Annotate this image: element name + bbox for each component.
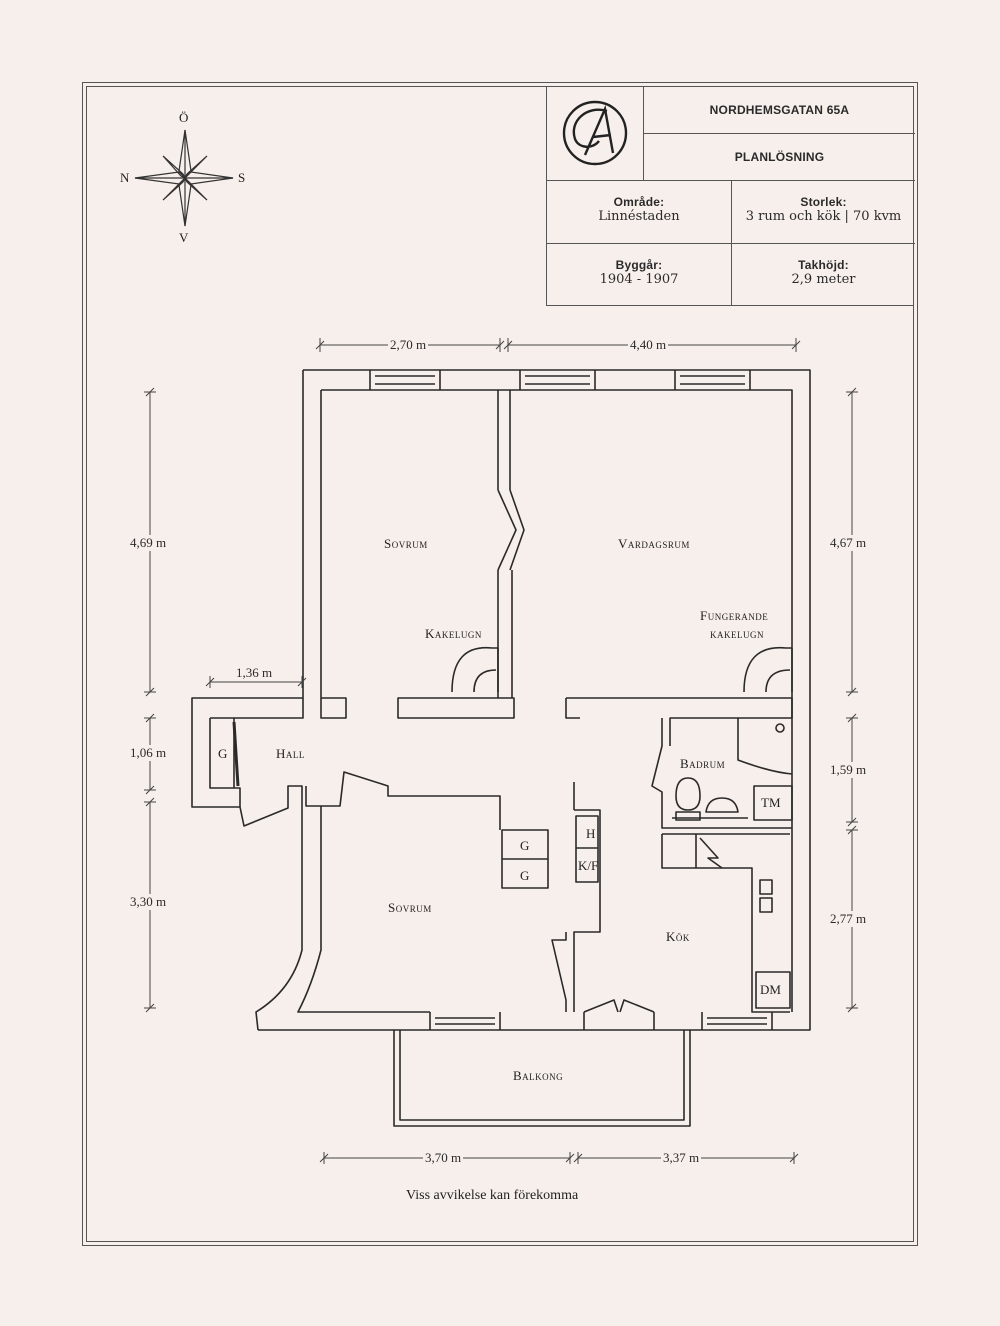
plan-subtitle: PLANLÖSNING (644, 134, 915, 181)
address-title: NORDHEMSGATAN 65A (644, 87, 915, 134)
room-label-living: Vardagsrum (618, 536, 690, 551)
room-label-bathroom: Badrum (680, 756, 726, 771)
inner-frame (86, 86, 914, 1242)
area-label: Område: (613, 195, 665, 209)
dim-right-upper: 4,67 m (828, 535, 869, 551)
logo-cell (547, 87, 644, 181)
appliance-label-kf: K/F (578, 858, 599, 873)
compass-west-label: V (179, 230, 189, 245)
dim-left-lower: 3,30 m (128, 894, 169, 910)
dim-right-lower: 2,77 m (828, 911, 869, 927)
dim-right-mid: 1,59 m (828, 762, 869, 778)
year-cell: Byggår: 1904 - 1907 (547, 244, 732, 305)
closet-label-hall: G (218, 746, 228, 761)
appliance-label-h: H (586, 826, 596, 841)
year-label: Byggår: (615, 258, 663, 272)
ceiling-cell: Takhöjd: 2,9 meter (732, 244, 915, 305)
title-block: NORDHEMSGATAN 65A PLANLÖSNING Område: Li… (546, 86, 915, 306)
room-label-bedroom-top: Sovrum (384, 536, 428, 551)
room-label-stove-left: Kakelugn (425, 626, 482, 641)
room-label-stove-right-2: kakelugn (710, 626, 764, 641)
room-label-stove-right-1: Fungerande (700, 608, 769, 623)
size-cell: Storlek: 3 rum och kök | 70 kvm (732, 181, 915, 244)
size-label: Storlek: (800, 195, 847, 209)
footer-note: Viss avvikelse kan förekomma (406, 1188, 579, 1203)
size-value: 3 rum och kök | 70 kvm (745, 209, 902, 224)
closet-label-2: G (520, 868, 530, 883)
room-label-balcony: Balkong (513, 1068, 564, 1083)
appliance-label-dm: DM (760, 982, 781, 997)
compass-east-label: Ö (179, 110, 189, 125)
dim-left-upper: 4,69 m (128, 535, 169, 551)
room-label-hall: Hall (276, 746, 305, 761)
outer-frame (82, 82, 918, 1246)
compass-north-label: N (120, 170, 130, 185)
ceiling-label: Takhöjd: (798, 258, 849, 272)
compass-south-label: S (238, 170, 246, 185)
area-value: Linnéstaden (598, 209, 680, 224)
area-cell: Område: Linnéstaden (547, 181, 732, 244)
closet-label-1: G (520, 838, 530, 853)
ceiling-value: 2,9 meter (791, 272, 856, 287)
dim-top-left: 2,70 m (388, 337, 429, 353)
logo-icon (562, 100, 628, 166)
room-label-kitchen: Kök (666, 929, 690, 944)
year-value: 1904 - 1907 (599, 272, 679, 287)
dim-bottom-left: 3,70 m (423, 1150, 464, 1166)
dim-hall-width: 1,36 m (234, 665, 275, 681)
dim-left-mid: 1,06 m (128, 745, 169, 761)
dim-bottom-right: 3,37 m (661, 1150, 702, 1166)
dim-top-right: 4,40 m (628, 337, 669, 353)
appliance-label-tm: TM (761, 795, 781, 810)
room-label-bedroom-bottom: Sovrum (388, 900, 432, 915)
